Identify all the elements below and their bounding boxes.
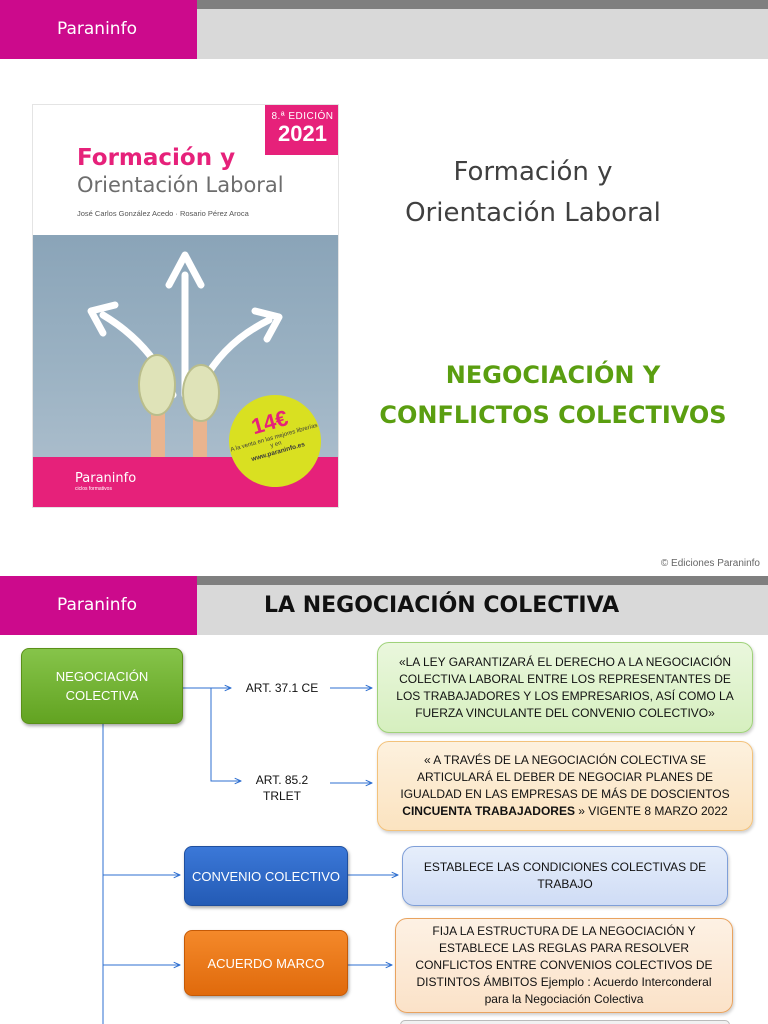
cover-title-line2: Orientación Laboral (77, 173, 284, 197)
convenio-info-box: ESTABLECE LAS CONDICIONES COLECTIVAS DE … (402, 846, 728, 906)
cover-authors: José Carlos González Acedo · Rosario Pér… (77, 209, 249, 218)
acuerdo-marco-node: ACUERDO MARCO (184, 930, 348, 996)
convenio-colectivo-label: CONVENIO COLECTIVO (191, 868, 341, 884)
cover-edition: 8.ª EDICIÓN (271, 111, 334, 122)
header-bar (197, 9, 768, 59)
cover-year: 2021 (278, 121, 327, 146)
slide-negociacion-colectiva: Paraninfo LA NEGOCIACIÓN COLECTIVA NEGOC… (0, 576, 768, 1024)
copyright-notice: © Ediciones Paraninfo (660, 558, 760, 569)
slide-title: LA NEGOCIACIÓN COLECTIVA (264, 593, 620, 618)
negociacion-colectiva-node: NEGOCIACIÓN COLECTIVA (21, 648, 183, 724)
next-info-box-partial (400, 1020, 730, 1024)
acuerdo-marco-label: ACUERDO MARCO (207, 955, 325, 971)
acuerdo-info-text: FIJA LA ESTRUCTURA DE LA NEGOCIACIÓN Y E… (415, 924, 713, 1006)
cover-edition-badge: 8.ª EDICIÓN 2021 (265, 105, 338, 155)
art37-info-text: «LA LEY GARANTIZARÁ EL DERECHO A LA NEGO… (396, 654, 734, 720)
art85-info-text-b: » VIGENTE 8 MARZO 2022 (574, 804, 728, 818)
slide-subtitle: NEGOCIACIÓN Y CONFLICTOS COLECTIVOS (379, 361, 727, 429)
convenio-info-text: ESTABLECE LAS CONDICIONES COLECTIVAS DE … (423, 860, 707, 891)
header-bar (197, 585, 768, 635)
slide-cover: Paraninfo 8.ª EDICIÓN 2021 Formación y O… (0, 0, 768, 569)
negociacion-colectiva-label: NEGOCIACIÓN COLECTIVA (55, 669, 149, 703)
cover-publisher-logo: Paraninfo (75, 471, 137, 486)
art37-label: ART. 37.1 CE (245, 681, 319, 695)
brand-tab: Paraninfo (0, 576, 197, 635)
art85-label: ART. 85.2 TRLET (255, 773, 309, 803)
header-top-strip (0, 576, 768, 585)
art85-info-text: « A TRAVÉS DE LA NEGOCIACIÓN COLECTIVA S… (388, 752, 742, 820)
acuerdo-info-box: FIJA LA ESTRUCTURA DE LA NEGOCIACIÓN Y E… (395, 918, 733, 1013)
brand-tab: Paraninfo (0, 0, 197, 59)
book-cover-image: 8.ª EDICIÓN 2021 Formación y Orientación… (32, 104, 339, 508)
slide-title: Formación y Orientación Laboral (405, 157, 661, 228)
cover-publisher-sub: ciclos formativos (75, 486, 112, 492)
connector-arrows (102, 576, 768, 1024)
arrows-and-shoes-illustration (87, 251, 283, 457)
header-top-strip (0, 0, 768, 9)
art37-info-box: «LA LEY GARANTIZARÁ EL DERECHO A LA NEGO… (377, 642, 753, 733)
cover-title-line1: Formación y (77, 145, 236, 171)
art85-info-box: « A TRAVÉS DE LA NEGOCIACIÓN COLECTIVA S… (377, 741, 753, 831)
art85-info-text-bold: CINCUENTA TRABAJADORES (402, 804, 575, 818)
art85-info-text-a: « A TRAVÉS DE LA NEGOCIACIÓN COLECTIVA S… (400, 753, 730, 801)
arrow-to-art85 (210, 688, 241, 781)
convenio-colectivo-node: CONVENIO COLECTIVO (184, 846, 348, 906)
